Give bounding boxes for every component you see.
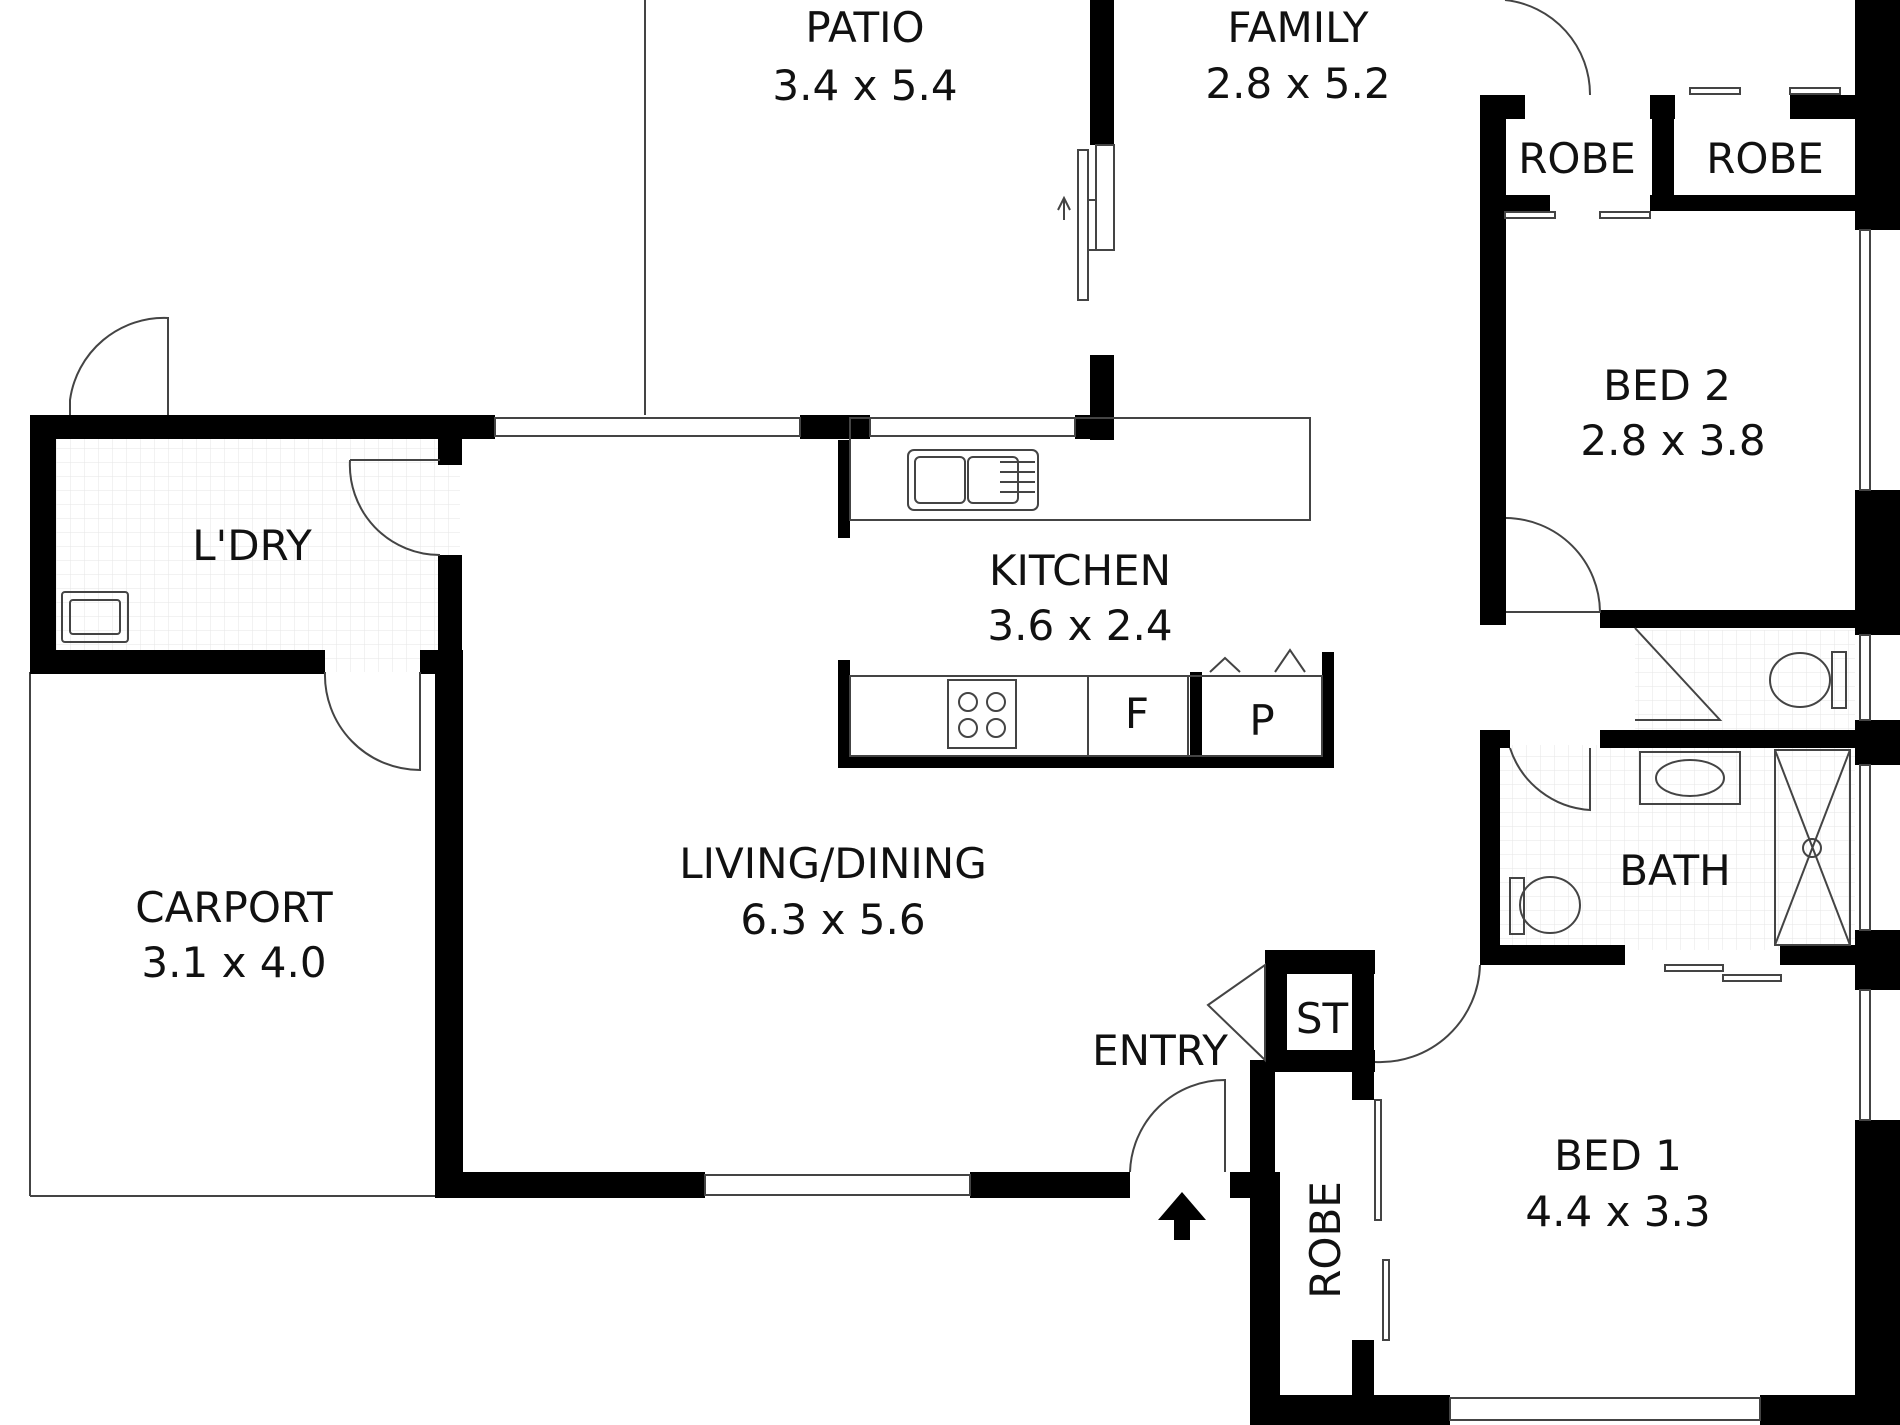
family-name: FAMILY: [1227, 3, 1368, 52]
robe-a-name: ROBE: [1518, 134, 1636, 183]
fridge-label: F: [1125, 689, 1149, 738]
bed1-name: BED 1: [1554, 1131, 1682, 1180]
carport-name: CARPORT: [135, 883, 333, 932]
room-labels: PATIO 3.4 x 5.4 FAMILY 2.8 x 5.2 ROBE RO…: [135, 3, 1824, 1299]
bed2-size: 2.8 x 3.8: [1580, 416, 1765, 465]
living-size: 6.3 x 5.6: [740, 895, 925, 944]
robe-b-name: ROBE: [1706, 134, 1824, 183]
pantry-label: P: [1249, 696, 1274, 745]
bed1-size: 4.4 x 3.3: [1525, 1187, 1710, 1236]
family-size: 2.8 x 5.2: [1205, 59, 1390, 108]
robe-sliding-doors: [1374, 87, 1841, 1341]
kitchen-name: KITCHEN: [989, 546, 1171, 595]
kitchen-benches: [849, 417, 1323, 757]
patio-sliding-door: [1057, 149, 1097, 301]
patio-size: 3.4 x 5.4: [772, 61, 957, 110]
store-name: ST: [1296, 994, 1349, 1043]
living-name: LIVING/DINING: [679, 839, 987, 888]
robe-c-name: ROBE: [1301, 1181, 1350, 1299]
windows: [494, 144, 1871, 1421]
bed2-name: BED 2: [1603, 361, 1731, 410]
laundry-name: L'DRY: [192, 521, 312, 570]
patio-name: PATIO: [805, 3, 924, 52]
bath-fixtures: [1509, 651, 1851, 946]
boundary-lines: [29, 0, 646, 1197]
bath-name: BATH: [1619, 846, 1731, 895]
laundry-tub: [61, 591, 129, 643]
tiled-floors: [50, 432, 1855, 950]
walls: [30, 0, 1900, 1425]
door-swings: [69, 0, 1723, 1173]
kitchen-size: 3.6 x 2.4: [987, 601, 1172, 650]
entry-arrow-icon: [1158, 1192, 1206, 1240]
entry-name: ENTRY: [1092, 1026, 1228, 1075]
carport-size: 3.1 x 4.0: [141, 938, 326, 987]
